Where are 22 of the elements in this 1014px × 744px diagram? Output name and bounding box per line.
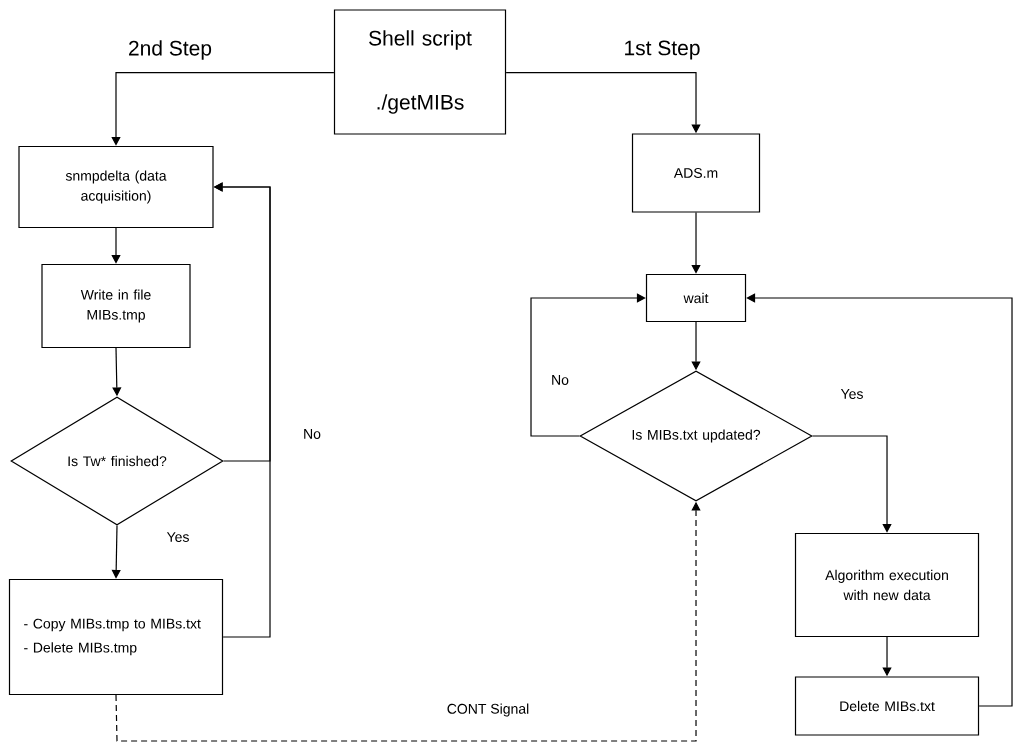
process-box: - Copy MIBs.tmp to MIBs.txt - Delete MIBs.tmp (8, 578, 224, 696)
edge-label: Yes (166, 532, 189, 542)
process-box: Shell script ./getMIBs (333, 9, 507, 135)
process-box: ADS.m (631, 133, 761, 213)
arrow (691, 212, 701, 274)
process-box: snmpdelta (data acquisition) (18, 145, 214, 229)
process-box: wait (645, 273, 747, 323)
edge-label: CONT Signal (447, 703, 529, 717)
edge-label: Yes (840, 389, 863, 399)
edge-label: 2nd Step (129, 40, 212, 60)
process-box: Write in file MIBs.tmp (41, 263, 191, 349)
edge-label: No (304, 429, 321, 439)
arrow (530, 293, 646, 437)
arrow (111, 227, 121, 264)
edge-label: 1st Step (625, 40, 700, 60)
arrow (111, 525, 121, 579)
arrow (746, 293, 1013, 707)
arrow (111, 72, 335, 146)
process-box: Algorithm execution with new data (794, 532, 980, 638)
edge-label: No (552, 375, 569, 385)
arrow (812, 435, 892, 533)
process-box: Delete MIBs.txt (794, 676, 980, 736)
